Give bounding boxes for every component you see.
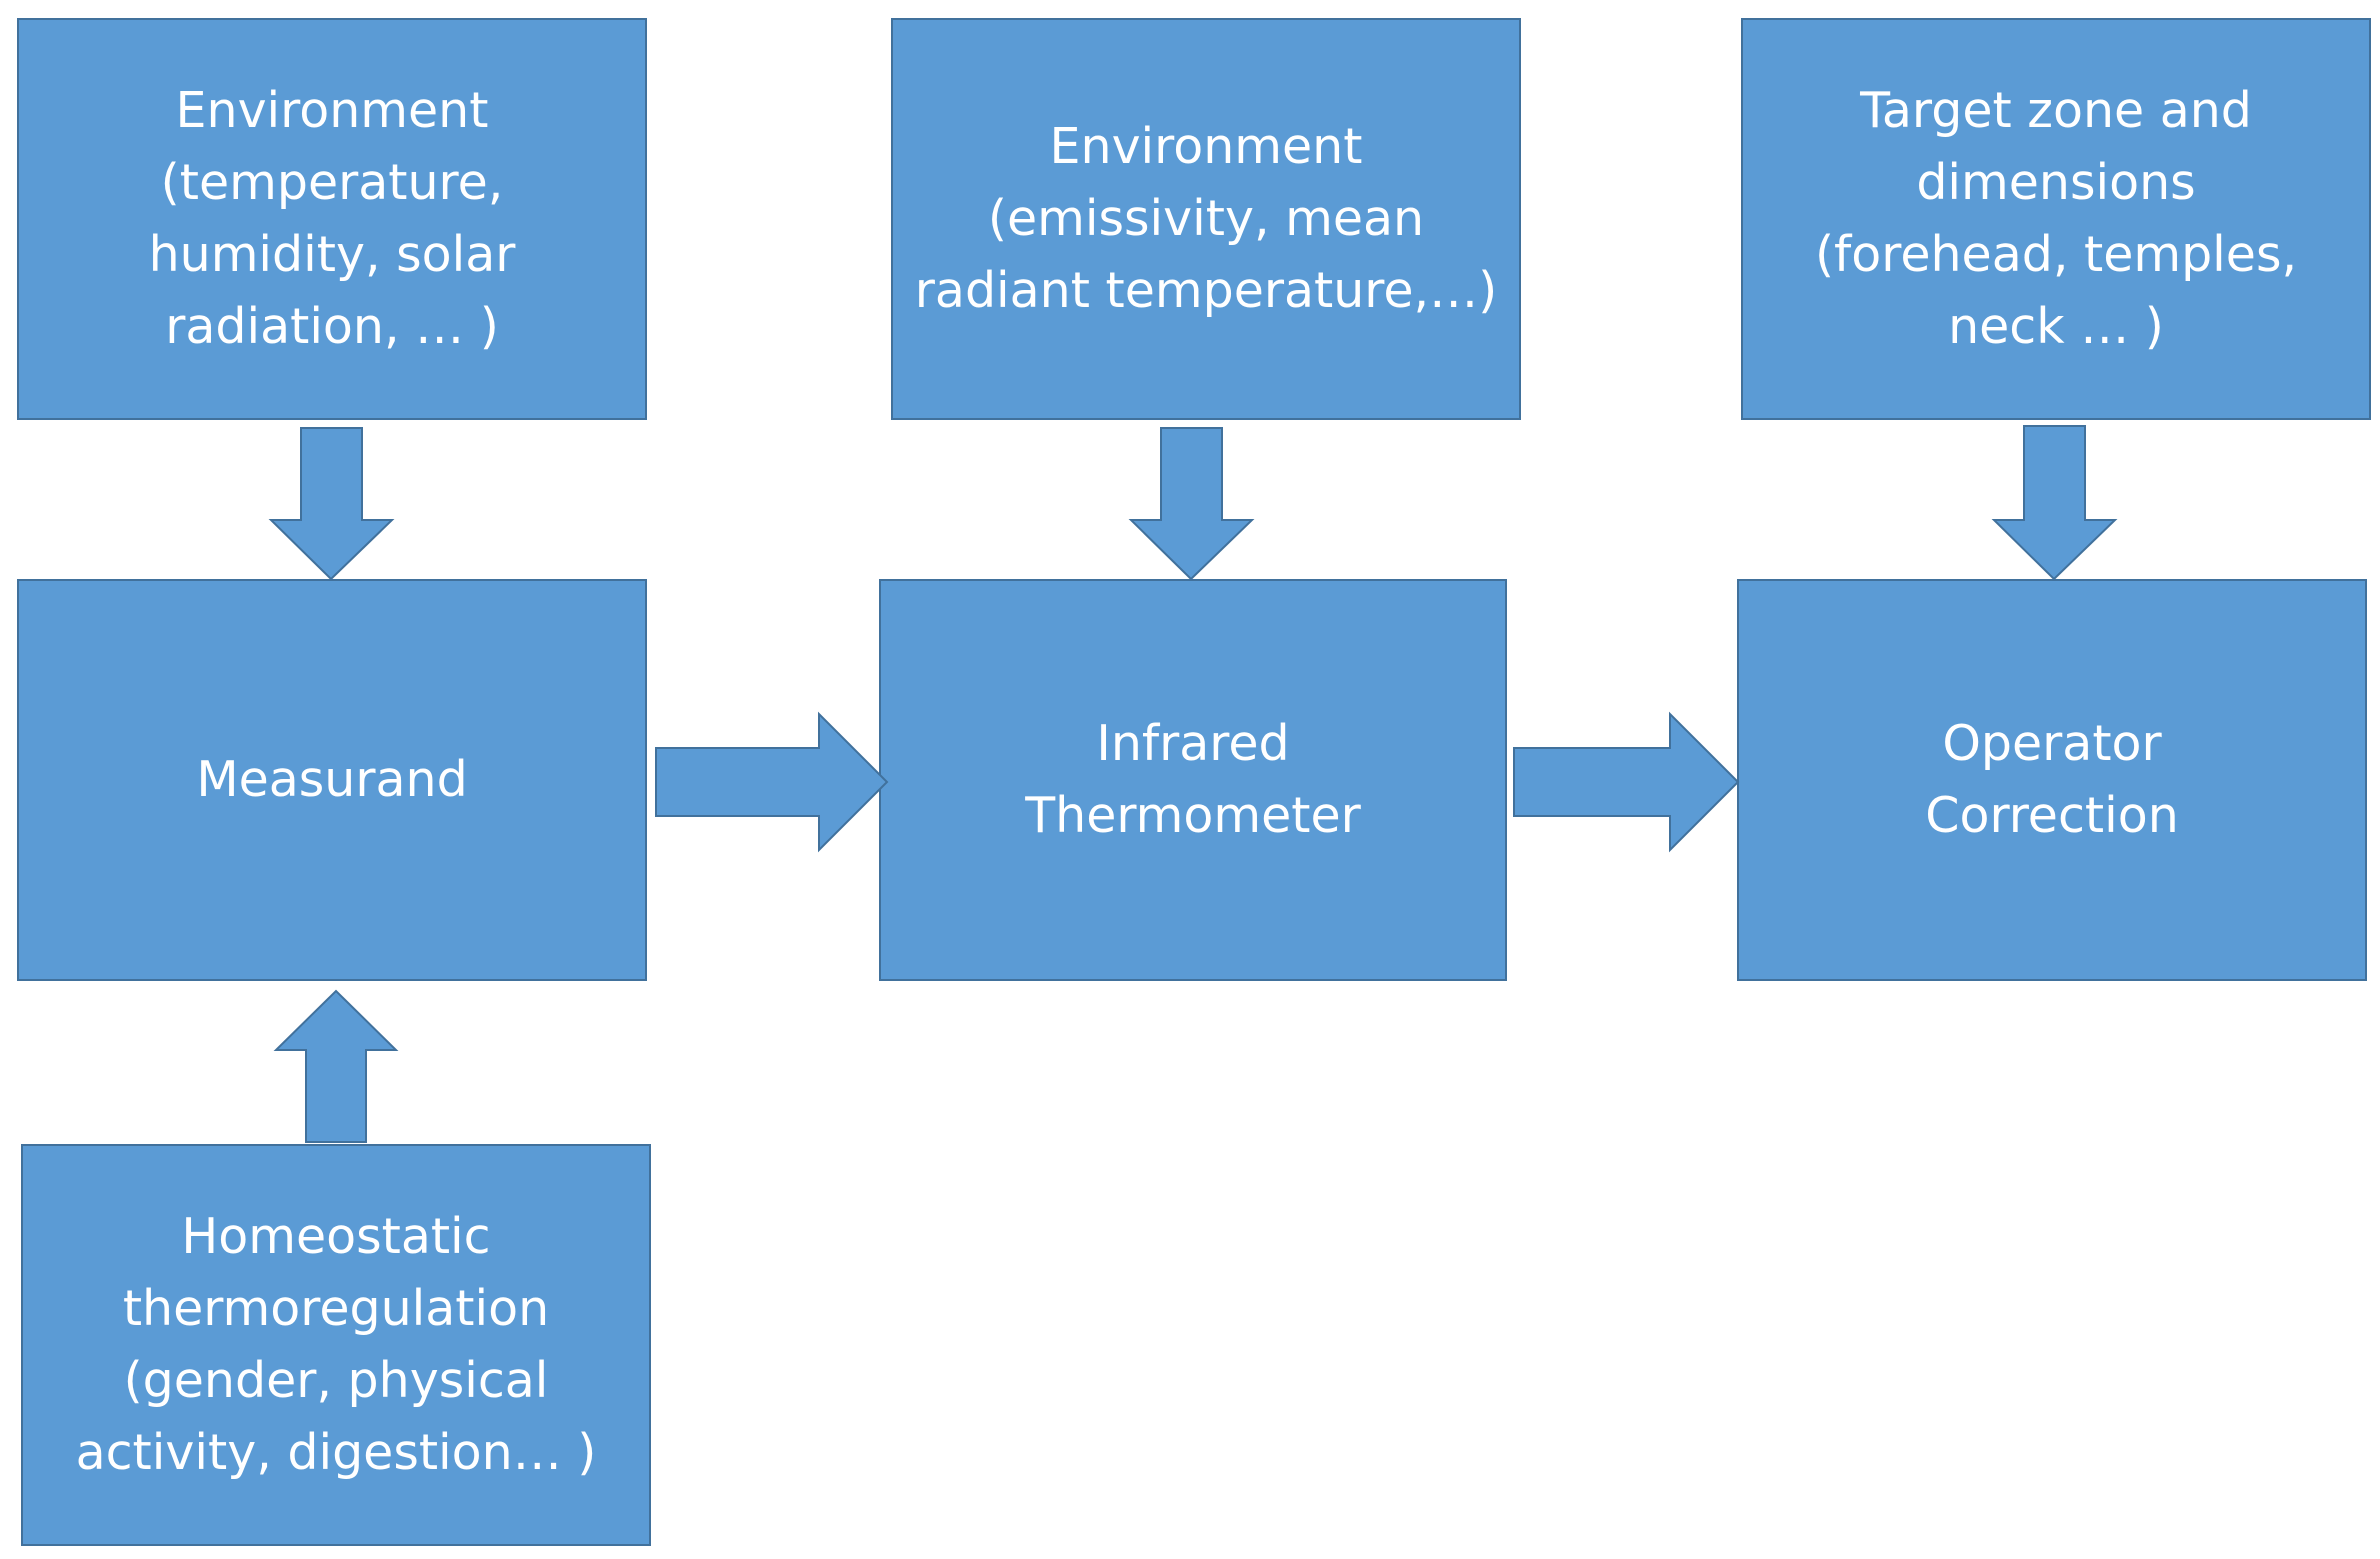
- environment-radiative-box: Environment (emissivity, mean radiant te…: [891, 18, 1521, 420]
- environment-radiative-line-2: (emissivity, mean: [987, 190, 1425, 247]
- environment-ambient-line-1: Environment: [175, 82, 489, 139]
- operator-correction-line-1: Operator: [1942, 715, 2162, 772]
- environment-ambient-line-2: (temperature,: [160, 154, 504, 211]
- down-arrow-environment-to-measurand: [268, 427, 395, 581]
- target-zone-box: Target zone and dimensions (forehead, te…: [1741, 18, 2371, 420]
- infrared-thermometer-line-1: Infrared: [1096, 715, 1290, 772]
- environment-ambient-line-3: humidity, solar: [148, 226, 516, 283]
- environment-radiative-line-3: radiant temperature,…): [914, 262, 1498, 319]
- environment-ambient-line-4: radiation, … ): [165, 298, 499, 355]
- measurand-box: Measurand: [17, 579, 647, 981]
- homeostatic-box: Homeostatic thermoregulation (gender, ph…: [21, 1144, 651, 1546]
- homeostatic-line-1: Homeostatic: [181, 1208, 491, 1265]
- environment-ambient-box: Environment (temperature, humidity, sola…: [17, 18, 647, 420]
- infrared-thermometer-line-2: Thermometer: [1025, 787, 1361, 844]
- operator-correction-line-2: Correction: [1925, 787, 2179, 844]
- up-arrow-homeostatic-to-measurand: [273, 989, 399, 1143]
- down-arrow-target-to-operator: [1991, 425, 2118, 581]
- right-arrow-measurand-to-thermometer: [655, 711, 889, 853]
- down-arrow-environment-to-thermometer: [1128, 427, 1255, 581]
- target-zone-line-1: Target zone and: [1860, 82, 2252, 139]
- target-zone-line-2: dimensions: [1916, 154, 2196, 211]
- target-zone-line-4: neck … ): [1948, 298, 2164, 355]
- target-zone-line-3: (forehead, temples,: [1814, 226, 2298, 283]
- operator-correction-box: Operator Correction: [1737, 579, 2367, 981]
- right-arrow-thermometer-to-operator: [1513, 711, 1740, 853]
- environment-radiative-line-1: Environment: [1049, 118, 1363, 175]
- homeostatic-line-3: (gender, physical: [123, 1352, 549, 1409]
- measurand-line-1: Measurand: [196, 751, 468, 808]
- infrared-thermometer-box: Infrared Thermometer: [879, 579, 1507, 981]
- homeostatic-line-2: thermoregulation: [122, 1280, 550, 1337]
- homeostatic-line-4: activity, digestion… ): [75, 1424, 597, 1481]
